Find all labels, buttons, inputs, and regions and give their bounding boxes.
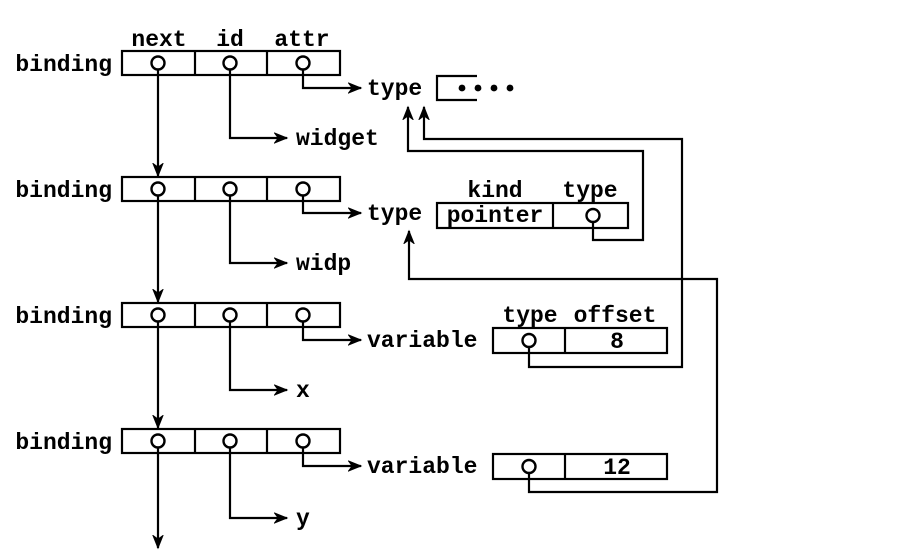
- id-pointer-circle-2: [222, 181, 238, 197]
- id-arrow-2: [228, 196, 287, 263]
- attr-target-label-4: variable: [367, 454, 477, 480]
- binding-label-1: binding: [15, 52, 112, 78]
- id-arrow-1: [228, 70, 287, 138]
- next-pointer-circle-3: [150, 307, 166, 323]
- offset-value-2: 12: [603, 455, 631, 481]
- attr-pointer-circle-2: [295, 181, 311, 197]
- variable-box-2: [491, 452, 669, 481]
- attr-target-label-1: type: [367, 76, 422, 102]
- id-arrow-3: [228, 322, 287, 390]
- next-pointer-circle-2: [150, 181, 166, 197]
- pointer-type-circle: [585, 207, 601, 224]
- ellipsis-dot: [490, 84, 498, 92]
- binding-record-2: binding widp type: [15, 175, 422, 302]
- next-pointer-circle-1: [150, 55, 166, 71]
- id-pointer-circle-4: [222, 433, 238, 449]
- id-target-label-2: widp: [296, 251, 351, 277]
- field-header-id: id: [216, 27, 244, 53]
- id-target-label-4: y: [296, 506, 310, 532]
- attr-arrow-2: [301, 196, 361, 213]
- header-var-offset: offset: [574, 303, 657, 329]
- attr-target-label-3: variable: [367, 328, 477, 354]
- attr-pointer-circle-1: [295, 55, 311, 71]
- type-record-elided: [435, 74, 514, 102]
- ellipsis-dot: [458, 84, 466, 92]
- id-target-label-3: x: [296, 378, 310, 404]
- id-target-label-1: widget: [296, 126, 379, 152]
- attr-arrow-1: [301, 70, 361, 88]
- field-header-next: next: [131, 27, 186, 53]
- pointer-type-record: kind type pointer: [435, 178, 630, 230]
- attr-target-label-2: type: [367, 201, 422, 227]
- header-var-type: type: [502, 303, 557, 329]
- attr-pointer-circle-4: [295, 433, 311, 449]
- id-pointer-circle-1: [222, 55, 238, 71]
- ellipsis-dot: [506, 84, 514, 92]
- binding-record-3: binding x variable: [15, 301, 477, 428]
- header-kind: kind: [467, 178, 522, 204]
- binding-label-4: binding: [15, 430, 112, 456]
- binding-record-1: binding widget type: [15, 49, 422, 176]
- header-type: type: [562, 178, 617, 204]
- variable-record-2: 12: [491, 452, 669, 481]
- ellipsis-dot: [474, 84, 482, 92]
- type-link-from-variable-12: [409, 231, 719, 494]
- field-header-attr: attr: [274, 27, 329, 53]
- open-box: [435, 74, 477, 102]
- type-link-from-pointer-record: [408, 107, 645, 242]
- id-pointer-circle-3: [222, 307, 238, 323]
- binding-record-4: binding y variable: [15, 427, 477, 548]
- binding-label-2: binding: [15, 178, 112, 204]
- next-pointer-circle-4: [150, 433, 166, 449]
- attr-arrow-3: [301, 322, 361, 340]
- kind-value: pointer: [447, 203, 544, 229]
- variable-type-circle-2: [521, 458, 537, 475]
- variable-box-1: [491, 326, 669, 355]
- id-arrow-4: [228, 448, 287, 518]
- attr-pointer-circle-3: [295, 307, 311, 323]
- variable-record-1: type offset 8: [491, 303, 669, 355]
- offset-value-1: 8: [610, 329, 624, 355]
- binding-label-3: binding: [15, 304, 112, 330]
- attr-arrow-4: [301, 448, 361, 466]
- type-link-from-variable-8: [424, 107, 684, 369]
- variable-type-circle-1: [521, 332, 537, 349]
